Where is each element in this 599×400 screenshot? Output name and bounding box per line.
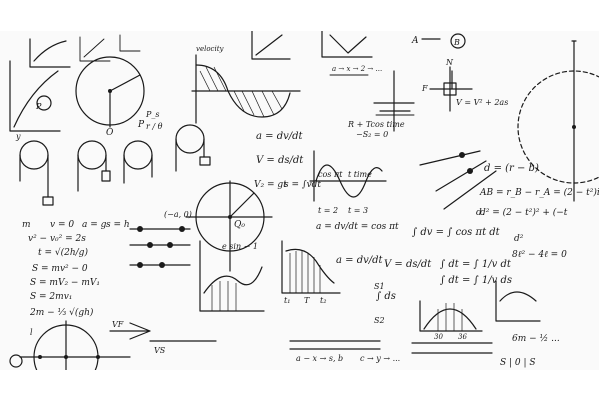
hatched-area-graph: t₁ T t₂ — [281, 240, 341, 305]
collision-arrows: (−a, 0) — [129, 210, 192, 268]
cos-wave-graph: cos πt t time t = 2 t = 3 a = dv/dt = co… — [309, 150, 399, 232]
svg-text:8ℓ² − 4ℓ = 0: 8ℓ² − 4ℓ = 0 — [512, 250, 567, 260]
svg-text:O: O — [106, 128, 114, 138]
physics-sketches: P O P P_s r / θ y velocity a → x → 2 → .… — [9, 31, 599, 370]
svg-text:y: y — [15, 132, 21, 141]
svg-text:P: P — [137, 120, 145, 130]
svg-text:T: T — [304, 296, 310, 305]
svg-text:a = dv/dt: a = dv/dt — [336, 255, 384, 266]
svg-text:30: 30 — [434, 333, 443, 341]
svg-text:velocity: velocity — [196, 45, 225, 53]
svg-text:d = (r − b): d = (r − b) — [484, 163, 539, 174]
svg-text:(−a, 0): (−a, 0) — [164, 210, 192, 219]
svg-text:S = mv² − 0: S = mv² − 0 — [32, 264, 88, 274]
svg-text:t₂: t₂ — [320, 296, 326, 305]
svg-text:a − x → s, b: a − x → s, b — [296, 354, 343, 363]
svg-text:r / θ: r / θ — [146, 122, 163, 131]
svg-text:2m − ⅓ √(gh): 2m − ⅓ √(gh) — [29, 307, 94, 318]
svg-text:∫ dt = ∫ 1/v ds: ∫ dt = ∫ 1/v ds — [440, 275, 512, 286]
svg-text:Q₀: Q₀ — [234, 220, 245, 230]
svg-text:v² − v₀² = 2s: v² − v₀² = 2s — [28, 234, 86, 244]
left-formulas: m v = 0 a = g s = h v² − v₀² = 2s t = √(… — [22, 220, 130, 318]
bottom-left-circle: l — [9, 320, 131, 370]
svg-text:F: F — [421, 84, 428, 93]
svg-text:S2: S2 — [374, 316, 385, 325]
svg-text:d²: d² — [514, 234, 524, 244]
svg-text:S | 0 | S: S | 0 | S — [500, 358, 536, 368]
svg-text:d² = (2 − t²)² + (−t: d² = (2 − t²)² + (−t — [480, 207, 568, 218]
svg-text:∫ dv = ∫ cos πt dt: ∫ dv = ∫ cos πt dt — [412, 227, 501, 238]
svg-text:t₁: t₁ — [284, 296, 290, 305]
top-left-graph — [29, 34, 141, 68]
svg-text:v = 0: v = 0 — [50, 220, 74, 230]
svg-text:36: 36 — [458, 333, 467, 341]
svg-text:R + Tcos time: R + Tcos time — [347, 120, 405, 129]
svg-text:t = √(2h/g): t = √(2h/g) — [38, 247, 88, 258]
free-body-top-right: A B N F V = V² + 2as — [411, 33, 508, 112]
svg-text:∫ ds: ∫ ds — [376, 291, 396, 302]
svg-text:6m − ½ ...: 6m − ½ ... — [512, 333, 560, 344]
svg-text:e sin − 1: e sin − 1 — [222, 242, 258, 251]
svg-text:s = ∫vdt: s = ∫vdt — [284, 180, 321, 190]
svg-text:d.: d. — [476, 208, 485, 218]
integral-formulas: ∫ dv = ∫ cos πt dt a = dv/dt V = ds/dt ∫… — [336, 227, 512, 325]
svg-text:cos πt: cos πt — [318, 170, 343, 179]
svg-text:V = ds/dt: V = ds/dt — [256, 155, 304, 166]
whiteboard: P O P P_s r / θ y velocity a → x → 2 → .… — [0, 31, 599, 370]
svg-text:−S₂ = 0: −S₂ = 0 — [356, 130, 388, 139]
forces-center: R + Tcos time −S₂ = 0 — [347, 70, 415, 139]
svg-text:S = mV₂ − mV₁: S = mV₂ − mV₁ — [30, 278, 100, 288]
svg-text:s = h: s = h — [106, 220, 130, 230]
svg-text:P: P — [35, 102, 42, 111]
svg-text:VF: VF — [112, 320, 124, 329]
svg-text:S = 2mv₁: S = 2mv₁ — [30, 292, 72, 302]
svg-text:N: N — [445, 58, 454, 67]
svg-text:t time: t time — [348, 170, 372, 179]
svg-text:m: m — [22, 220, 31, 230]
svg-text:a = dv/dt: a = dv/dt — [256, 131, 304, 142]
svg-text:l: l — [30, 328, 33, 337]
svg-text:a = dv/dt = cos πt: a = dv/dt = cos πt — [316, 222, 399, 232]
lower-left-graph: e sin − 1 — [199, 240, 265, 312]
dashed-circle — [517, 40, 599, 202]
velocity-vectors — [419, 150, 497, 210]
velocity-sine-graph: velocity — [191, 45, 301, 124]
svg-text:a → x → 2 → ...: a → x → 2 → ... — [332, 65, 382, 73]
svg-text:V₂ = gt: V₂ = gt — [254, 180, 287, 190]
top-center-graphs: a → x → 2 → ... — [251, 31, 382, 76]
center-formulas: a = dv/dt V = ds/dt V₂ = gt s = ∫vdt — [254, 131, 321, 190]
bottom-right-graph: 30 36 — [419, 280, 541, 341]
svg-text:∫ dt = ∫ 1/v dt: ∫ dt = ∫ 1/v dt — [440, 259, 512, 270]
svg-text:AB = r_B − r_A = (2 − t²)i + (: AB = r_B − r_A = (2 − t²)i + (−t — [479, 187, 599, 198]
svg-text:VS: VS — [154, 346, 166, 355]
svg-text:t = 3: t = 3 — [348, 206, 368, 215]
svg-text:P_s: P_s — [145, 110, 160, 119]
big-circle: Q₀ — [185, 180, 273, 272]
svg-text:V = ds/dt: V = ds/dt — [384, 259, 432, 270]
svg-text:a = g: a = g — [82, 220, 107, 230]
right-formulas: d = (r − b) AB = r_B − r_A = (2 − t²)i +… — [476, 163, 599, 368]
bottom-center-lines: VF VS a − x → s, b c → y → ... — [109, 320, 493, 363]
svg-text:S1: S1 — [374, 282, 385, 291]
svg-text:c → y → ...: c → y → ... — [360, 354, 400, 363]
svg-text:B: B — [453, 38, 460, 47]
svg-text:A: A — [411, 36, 419, 46]
svg-text:V = V² + 2as: V = V² + 2as — [456, 98, 508, 107]
svg-text:t = 2: t = 2 — [318, 206, 338, 215]
pulleys — [19, 124, 211, 206]
circle-motion: P O P P_s r / θ y — [9, 56, 163, 141]
